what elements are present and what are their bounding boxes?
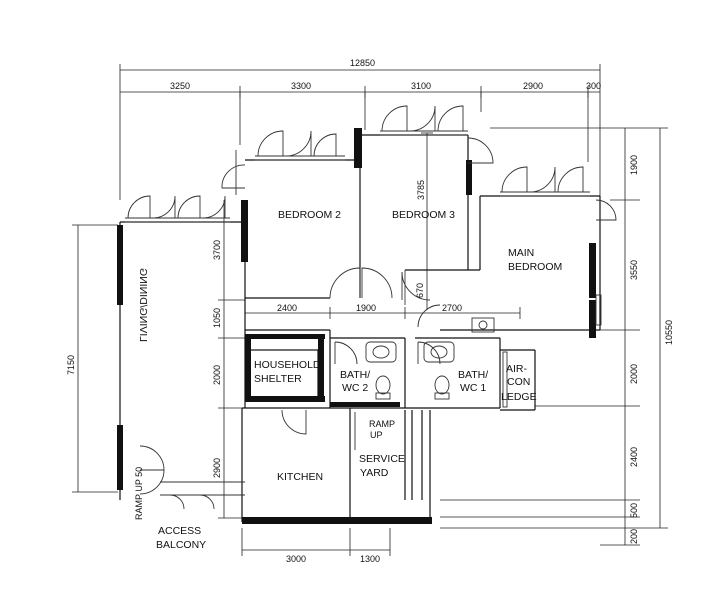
label-bedroom-2: BEDROOM 2 bbox=[278, 209, 341, 221]
dim-left-4: 2900 bbox=[212, 458, 222, 478]
dim-right-6: 200 bbox=[629, 529, 639, 544]
label-bath-wc2-line1: BATH/ bbox=[340, 369, 370, 381]
room-labels: BEDROOM 2 BEDROOM 3 MAIN BEDROOM LIVING/… bbox=[134, 209, 562, 551]
label-bath-wc1-line1: BATH/ bbox=[458, 369, 488, 381]
label-living-dining: LIVING/DINING bbox=[137, 268, 149, 342]
fixtures bbox=[365, 317, 508, 408]
label-main-bedroom-line2: BEDROOM bbox=[508, 261, 562, 273]
label-bath-wc1-line2: WC 1 bbox=[460, 382, 486, 394]
label-ramp-line1: RAMP bbox=[369, 419, 395, 429]
dim-mid-2: 1900 bbox=[356, 303, 376, 313]
label-bedroom-3: BEDROOM 3 bbox=[392, 209, 455, 221]
label-household-line2: SHELTER bbox=[254, 373, 302, 385]
dim-top-5: 300 bbox=[586, 81, 601, 91]
dim-right-2: 3550 bbox=[629, 260, 639, 280]
dim-right-3: 2000 bbox=[629, 364, 639, 384]
label-ramp-up-50: RAMP UP 50 bbox=[134, 467, 144, 520]
dim-mid-3: 2700 bbox=[442, 303, 462, 313]
dim-vertical-670: 670 bbox=[415, 283, 425, 298]
dim-top-total: 12850 bbox=[350, 58, 375, 68]
label-aircon-line3: LEDGE bbox=[501, 391, 537, 403]
label-bath-wc2-line2: WC 2 bbox=[342, 382, 368, 394]
label-household-line1: HOUSEHOLD bbox=[254, 359, 321, 371]
dim-left-2: 1050 bbox=[212, 308, 222, 328]
label-kitchen: KITCHEN bbox=[277, 471, 323, 483]
doors bbox=[139, 267, 441, 510]
dim-right-5: 500 bbox=[629, 503, 639, 518]
dim-right-total: 10550 bbox=[664, 320, 674, 345]
dim-bottom-2: 1300 bbox=[360, 554, 380, 564]
dim-mid-1: 2400 bbox=[277, 303, 297, 313]
label-access-line1: ACCESS bbox=[158, 525, 201, 537]
thick-walls bbox=[117, 128, 596, 524]
dim-left-total: 7150 bbox=[66, 355, 76, 375]
label-aircon-line2: CON bbox=[507, 376, 530, 388]
dim-left-3: 2000 bbox=[212, 365, 222, 385]
label-service-yard-line1: SERVICE bbox=[359, 453, 405, 465]
label-aircon-line1: AIR- bbox=[506, 363, 528, 375]
dim-top-4: 2900 bbox=[523, 81, 543, 91]
dim-top-1: 3250 bbox=[170, 81, 190, 91]
windows bbox=[125, 105, 617, 326]
label-access-line2: BALCONY bbox=[156, 539, 206, 551]
dim-bottom-1: 3000 bbox=[286, 554, 306, 564]
dim-top-3: 3100 bbox=[411, 81, 431, 91]
dimension-lines bbox=[72, 64, 668, 556]
dim-right-4: 2400 bbox=[629, 447, 639, 467]
label-main-bedroom-line1: MAIN bbox=[508, 247, 534, 259]
dim-right-1: 1900 bbox=[629, 155, 639, 175]
label-service-yard-line2: YARD bbox=[360, 467, 389, 479]
dimension-labels: 12850 3250 3300 3100 2900 300 1900 3550 … bbox=[66, 58, 674, 564]
dim-top-2: 3300 bbox=[291, 81, 311, 91]
dim-left-1: 3700 bbox=[212, 240, 222, 260]
label-ramp-line2: UP bbox=[370, 430, 383, 440]
dim-vertical-3785: 3785 bbox=[416, 180, 426, 200]
